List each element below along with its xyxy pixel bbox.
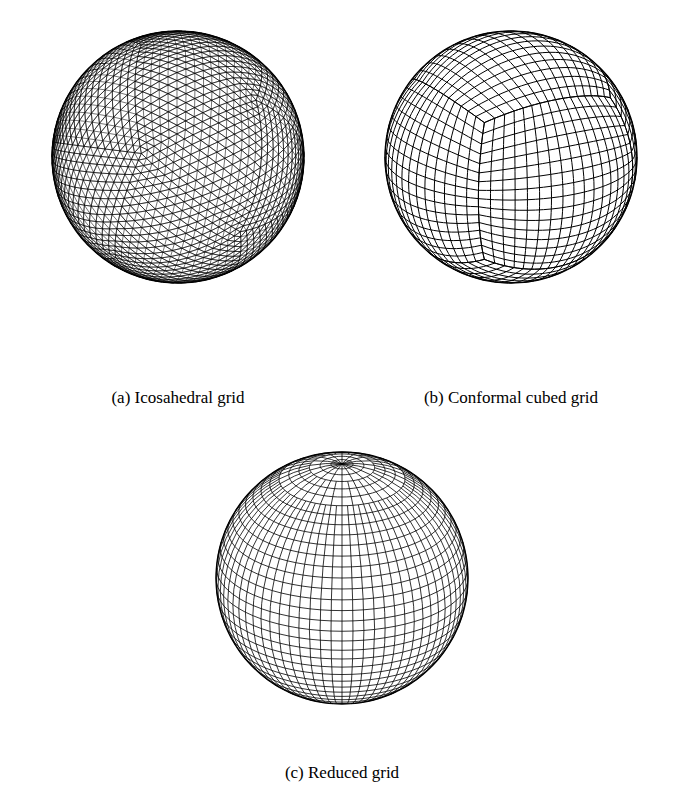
sub-caption-box: (c) Reduced grid — [285, 762, 399, 784]
icosahedral-sphere — [52, 31, 304, 283]
sphere-outline — [385, 31, 637, 283]
sub-caption: (c) Reduced grid — [285, 763, 399, 782]
sub-caption-box: (a) Icosahedral grid — [111, 387, 244, 409]
sub-caption-box: (b) Conformal cubed grid — [424, 387, 598, 409]
sub-caption: (b) Conformal cubed grid — [424, 388, 598, 407]
sphere-outline — [52, 31, 304, 283]
reduced-sphere — [216, 452, 468, 704]
sphere-outline — [216, 452, 468, 704]
cubed-grid-lines — [385, 31, 637, 283]
cubed-sphere — [385, 31, 637, 283]
sub-caption: (a) Icosahedral grid — [111, 388, 244, 407]
icosahedral-grid-lines — [52, 31, 304, 283]
reduced-grid-lines — [216, 452, 468, 704]
